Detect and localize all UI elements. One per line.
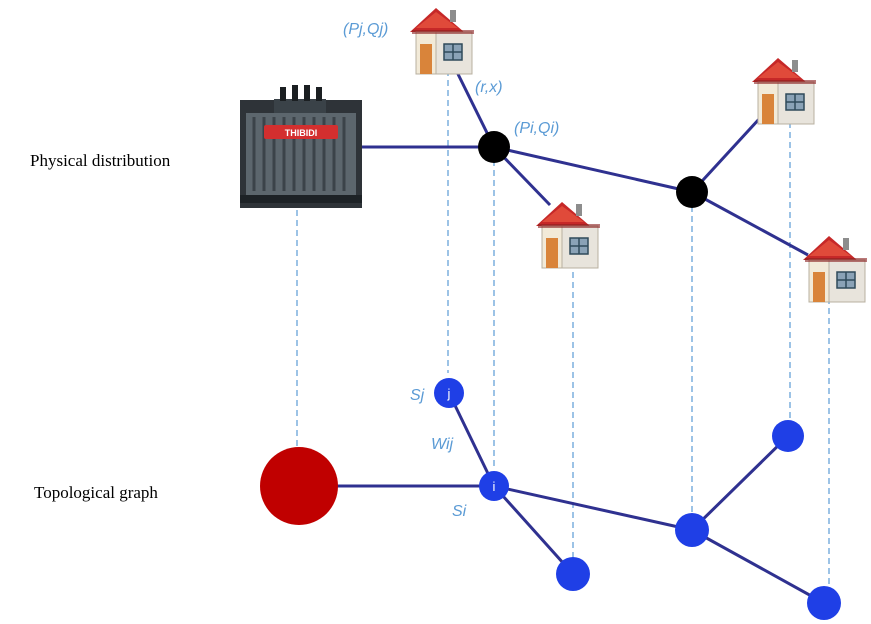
graph-node-i-letter: i bbox=[493, 479, 496, 494]
graph-node-top-right bbox=[772, 420, 804, 452]
graph-edge-junction-top bbox=[690, 434, 790, 532]
graph-node-j-letter: j bbox=[447, 386, 451, 401]
trunk-line bbox=[493, 145, 693, 194]
graph-edge-i-mid bbox=[492, 484, 575, 576]
graph-node-j bbox=[434, 378, 464, 408]
graph-node-i bbox=[479, 471, 509, 501]
annotation-sj: Sj bbox=[410, 387, 425, 404]
house-icon bbox=[409, 7, 475, 75]
transformer-icon: THIBIDI bbox=[240, 85, 362, 208]
house-icon bbox=[535, 201, 601, 269]
house-icon bbox=[802, 235, 868, 303]
branch-line-right bbox=[691, 190, 809, 257]
annotation-wij: Wij bbox=[431, 436, 454, 453]
annotation-pi-qi: (Pi,Qi) bbox=[514, 120, 559, 137]
graph-edge-i-junction bbox=[493, 484, 693, 532]
transformer-brand-text: THIBIDI bbox=[285, 128, 318, 138]
annotation-pj-qj: (Pj,Qj) bbox=[343, 21, 388, 38]
graph-node-right bbox=[807, 586, 841, 620]
root-node bbox=[260, 447, 338, 525]
branch-line-top-right bbox=[690, 116, 762, 194]
annotation-si: Si bbox=[452, 503, 467, 520]
graph-edge-j-i bbox=[447, 392, 496, 487]
junction-node-i bbox=[478, 131, 510, 163]
topological-graph-label: Topological graph bbox=[34, 483, 158, 502]
annotation-r-x: (r,x) bbox=[475, 79, 503, 96]
graph-edges bbox=[335, 392, 825, 605]
graph-node-mid bbox=[556, 557, 590, 591]
projection-lines bbox=[296, 70, 830, 585]
graph-node-junction bbox=[675, 513, 709, 547]
junction-node-2 bbox=[676, 176, 708, 208]
house-icon bbox=[751, 57, 817, 125]
graph-edge-junction-right bbox=[691, 528, 825, 605]
physical-distribution-label: Physical distribution bbox=[30, 151, 171, 170]
